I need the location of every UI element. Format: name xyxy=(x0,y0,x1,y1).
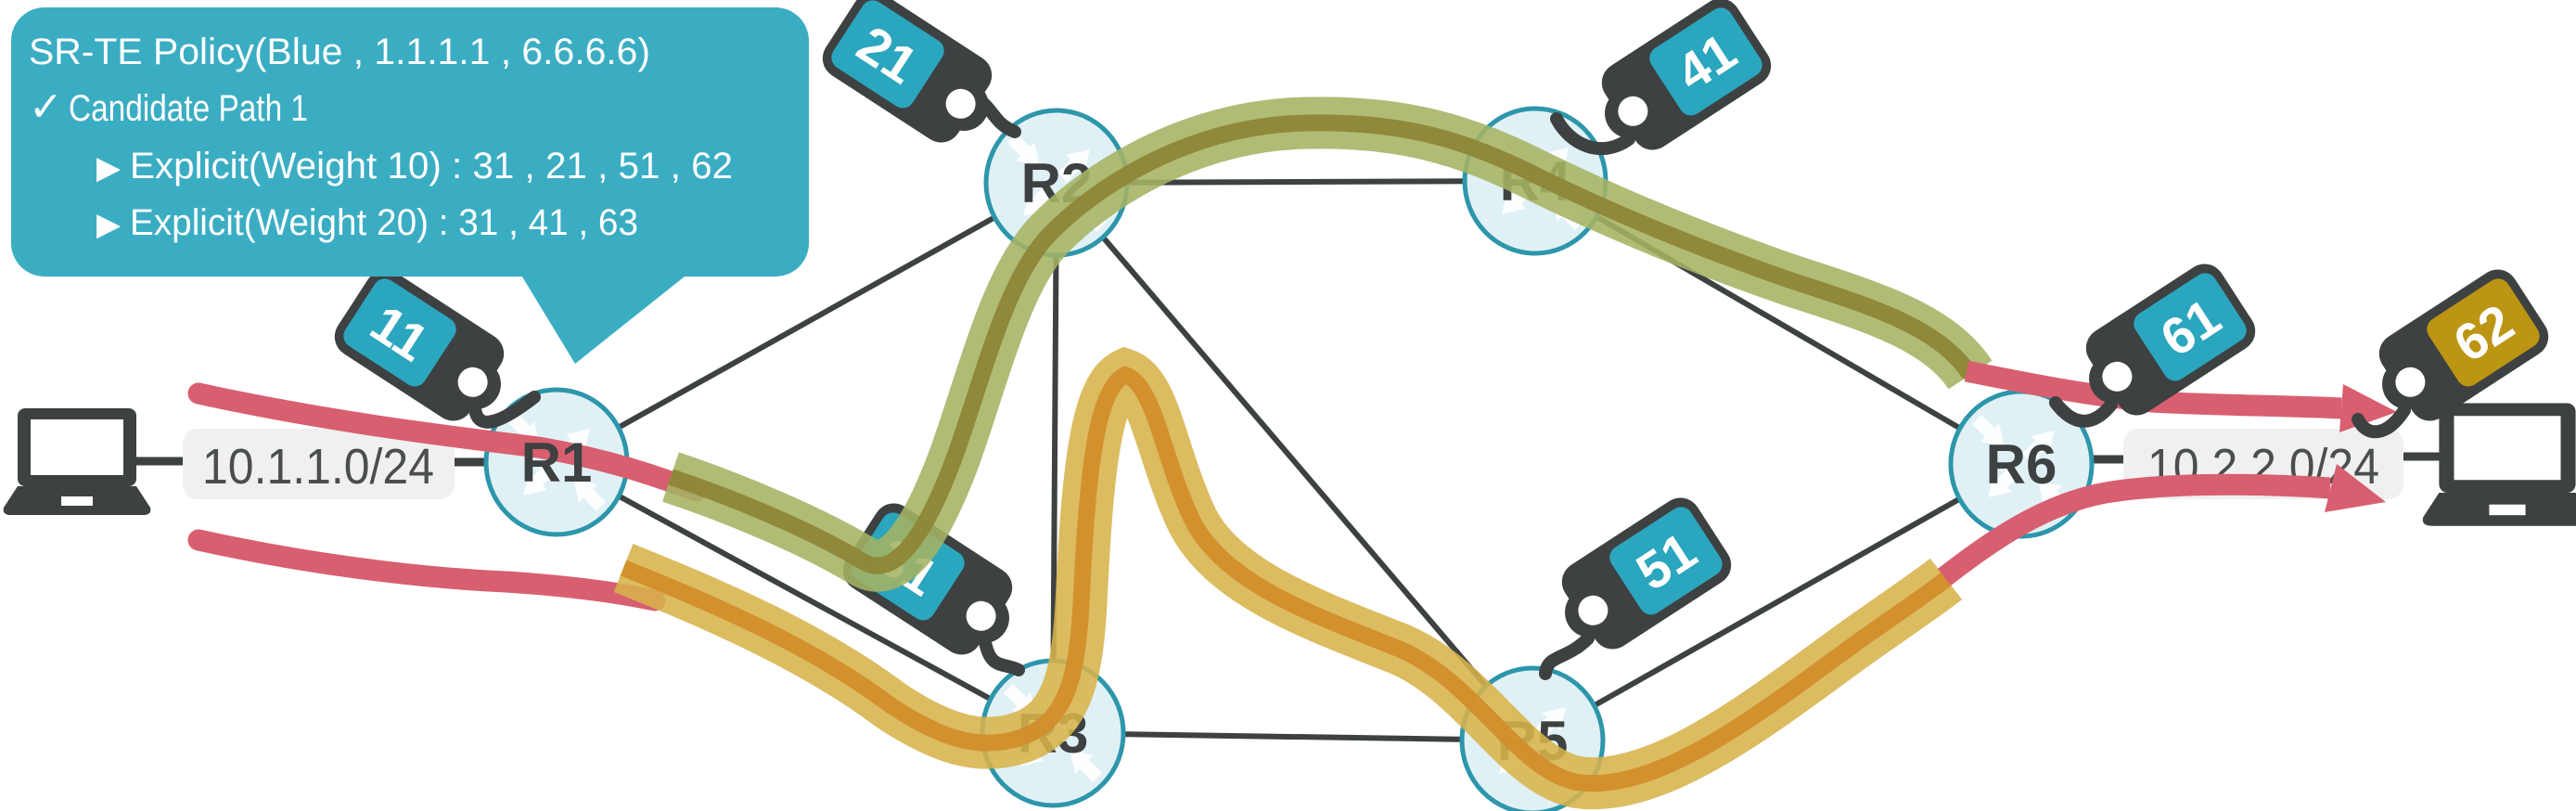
path-yellow-inner xyxy=(620,366,1952,792)
traffic-red-left-lower xyxy=(187,529,666,611)
link-r1-r3 xyxy=(555,459,1055,736)
tag-string xyxy=(468,391,541,429)
sid-tag-51: 51 xyxy=(1539,497,1732,680)
callout-bubble xyxy=(11,7,809,277)
link-r1-r2 xyxy=(555,180,1058,465)
link-r3-r5 xyxy=(1052,730,1533,743)
sid-tag-11: 11 xyxy=(334,269,541,429)
host-left-laptop-icon xyxy=(3,408,151,515)
sid-tags-over-layer: 61 62 xyxy=(2049,264,2549,439)
tag-face xyxy=(2134,273,2247,381)
callout-title: SR-TE Policy(Blue , 1.1.1.1 , 6.6.6.6) xyxy=(29,32,650,72)
sid-tag-21: 21 xyxy=(822,0,1021,143)
tag-string xyxy=(1550,112,1635,155)
sid-tag-62: 62 xyxy=(2352,269,2549,439)
tag-face xyxy=(831,0,944,109)
callout-explicit-path-2: Explicit(Weight 20) : 31 , 41 , 63 xyxy=(130,202,638,243)
tag-body: 51 xyxy=(1561,497,1732,650)
tag-hole-icon xyxy=(2102,361,2133,392)
link-r2-r5 xyxy=(1054,181,1535,742)
sid-tag-41: 41 xyxy=(1550,0,1772,155)
tag-body: 21 xyxy=(822,0,993,143)
tag-face xyxy=(343,278,456,387)
callout-tail xyxy=(518,269,694,364)
tag-string xyxy=(2352,404,2411,439)
tag-face xyxy=(2427,278,2540,387)
check-icon: ✓ xyxy=(29,84,63,130)
path-green-outer xyxy=(662,97,1993,592)
callout-candidate-line: ✓ Candidate Path 1 xyxy=(29,84,308,130)
bullet-icon: ▶ xyxy=(96,150,122,186)
router-label-r1: R1 xyxy=(521,431,593,494)
tag-string xyxy=(1539,632,1595,680)
tag-hole-icon xyxy=(2395,367,2426,397)
tag-hole-icon xyxy=(457,367,488,397)
candidate-path-green xyxy=(662,97,1993,592)
sid-tag-61: 61 xyxy=(2049,264,2256,428)
tag-hole-icon xyxy=(1578,595,1608,625)
policy-callout: SR-TE Policy(Blue , 1.1.1.1 , 6.6.6.6) ✓… xyxy=(11,7,809,364)
network-box-left: 10.1.1.0/24 xyxy=(183,429,455,499)
tag-body: 11 xyxy=(334,269,505,421)
tag-hole-icon xyxy=(966,600,996,631)
router-label-r6: R6 xyxy=(1986,433,2057,496)
tag-body: 41 xyxy=(1601,0,1772,150)
tag-string xyxy=(979,636,1025,676)
callout-explicit-line-2: ▶ Explicit(Weight 20) : 31 , 41 , 63 xyxy=(96,202,638,243)
tag-string xyxy=(2049,396,2118,428)
host-right-laptop-icon xyxy=(2422,403,2576,526)
tag-face xyxy=(1649,7,1762,116)
callout-candidate-path: Candidate Path 1 xyxy=(69,88,308,129)
link-r5-r6 xyxy=(1531,461,2023,743)
network-box-rect xyxy=(183,429,455,499)
traffic-arrowhead-lower xyxy=(2325,464,2386,512)
tag-hole-icon xyxy=(945,88,976,119)
tag-hole-icon xyxy=(1618,96,1648,126)
callout-explicit-line-1: ▶ Explicit(Weight 10) : 31 , 21 , 51 , 6… xyxy=(96,146,733,187)
traffic-flow-left xyxy=(187,382,707,611)
callout-explicit-path-1: Explicit(Weight 10) : 31 , 21 , 51 , 62 xyxy=(130,146,733,187)
path-green-inner xyxy=(668,114,1978,574)
tag-body: 62 xyxy=(2378,269,2549,421)
bullet-icon: ▶ xyxy=(96,207,122,242)
traffic-red-left-upper xyxy=(187,382,707,502)
candidate-path-yellow xyxy=(613,346,1963,810)
tag-face xyxy=(1609,507,1723,615)
traffic-red-right-lower xyxy=(1937,473,2331,586)
tag-body: 61 xyxy=(2085,264,2256,416)
network-label-left: 10.1.1.0/24 xyxy=(202,439,434,495)
